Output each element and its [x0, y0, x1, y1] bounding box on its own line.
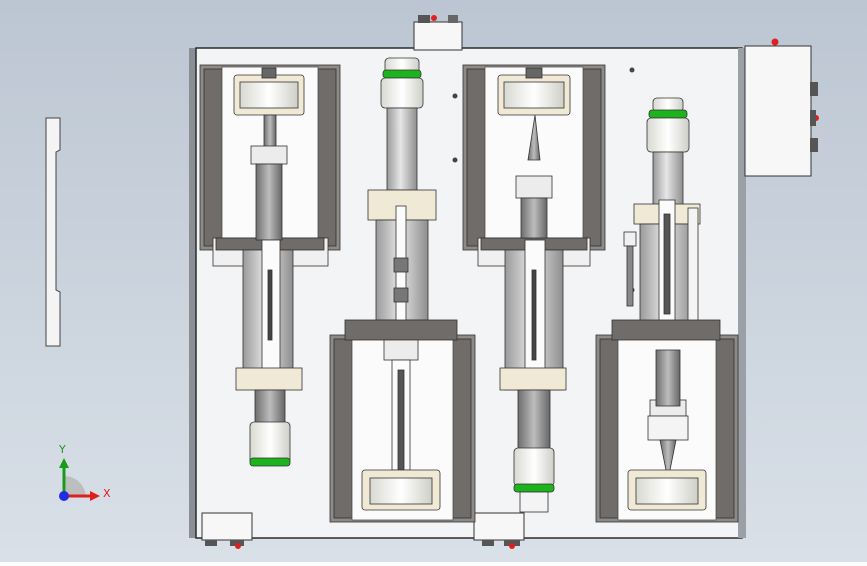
plate-b-top-bar [344, 319, 458, 341]
box-red-fitting [771, 38, 779, 46]
plate-b-rail-left [333, 338, 353, 519]
bottom-red-fitting-b [509, 543, 515, 549]
cylinder-c-rod [517, 389, 551, 455]
cylinder-b-sleeve [380, 77, 424, 109]
box-connector-1 [810, 82, 818, 96]
plate-d-handle [635, 477, 699, 505]
cylinder-c-sleeve [513, 447, 555, 487]
plate-c-handle [503, 81, 565, 109]
coordinate-triad-icon [59, 458, 100, 501]
bottom-left-block [201, 512, 253, 541]
top-fitting [418, 15, 430, 23]
cylinder-b-collar-2 [393, 287, 409, 303]
top-red-fitting [431, 15, 437, 21]
plate-b-handle [369, 477, 433, 505]
cylinder-a-clamp [235, 367, 303, 391]
box-connector-2 [810, 110, 816, 126]
plate-d-top-bar [611, 319, 721, 341]
plate-c-rail-left [466, 68, 486, 247]
plate-c-cone-tip [527, 114, 541, 161]
plate-a-bearing-block [250, 145, 288, 165]
cylinder-c-green-ring [513, 483, 555, 493]
plate-c-bearing-block [515, 175, 553, 199]
mechanism-parts [199, 57, 739, 523]
cylinder-c-clamp [499, 367, 567, 391]
triad-y-label: Y [59, 443, 66, 456]
plate-b-bearing-block [383, 339, 419, 361]
electrical-box [744, 45, 812, 177]
plate-a-handle [239, 81, 299, 109]
cylinder-b-upper-body [386, 107, 418, 191]
cylinder-d-green-ring [648, 109, 688, 119]
bottom-fitting-a [205, 540, 217, 546]
cylinder-b-collar-1 [393, 257, 409, 273]
cylinder-b-green-ring [382, 69, 422, 79]
top-connector-block [413, 21, 463, 51]
cylinder-d-side-rod [626, 245, 634, 307]
base-frame-right-edge [738, 48, 746, 538]
plate-d-rail-right [715, 338, 735, 519]
cylinder-d-slot [663, 213, 671, 315]
bottom-fitting-c [482, 540, 494, 546]
plate-c-top-bolt [525, 67, 543, 79]
top-fitting-2 [448, 15, 458, 23]
cylinder-c-cap [519, 491, 549, 513]
plate-a-spindle [263, 114, 277, 151]
plate-c-cylinder-body [520, 197, 548, 239]
plate-a-rail-right [317, 68, 337, 247]
cylinder-d-sleeve [646, 117, 690, 153]
plate-b-rail-right [452, 338, 472, 519]
plate-d-cylinder-body [655, 349, 681, 407]
side-profile-bar [45, 117, 61, 347]
plate-d-lower-block [647, 415, 689, 441]
cylinder-c-slot [531, 269, 537, 361]
triad-x-label: X [103, 487, 111, 500]
bottom-fitting-b [230, 540, 244, 546]
bottom-red-fitting-a [235, 543, 241, 549]
box-connector-3 [810, 138, 818, 152]
cylinder-d-upper-body [652, 151, 684, 209]
cylinder-a-green-ring [249, 457, 291, 467]
plate-a-top-bolt [261, 67, 277, 79]
plate-d-rail-left [599, 338, 619, 519]
bottom-mid-block [473, 512, 525, 541]
cylinder-d-side-nut [623, 231, 637, 247]
plate-b-spindle [397, 369, 405, 471]
cylinder-a-slot [267, 269, 273, 341]
plate-a-cylinder-body [255, 163, 283, 241]
plate-a-rail-left [203, 68, 223, 247]
plate-d-cone-tip [659, 439, 677, 481]
plate-c-rail-right [582, 68, 602, 247]
